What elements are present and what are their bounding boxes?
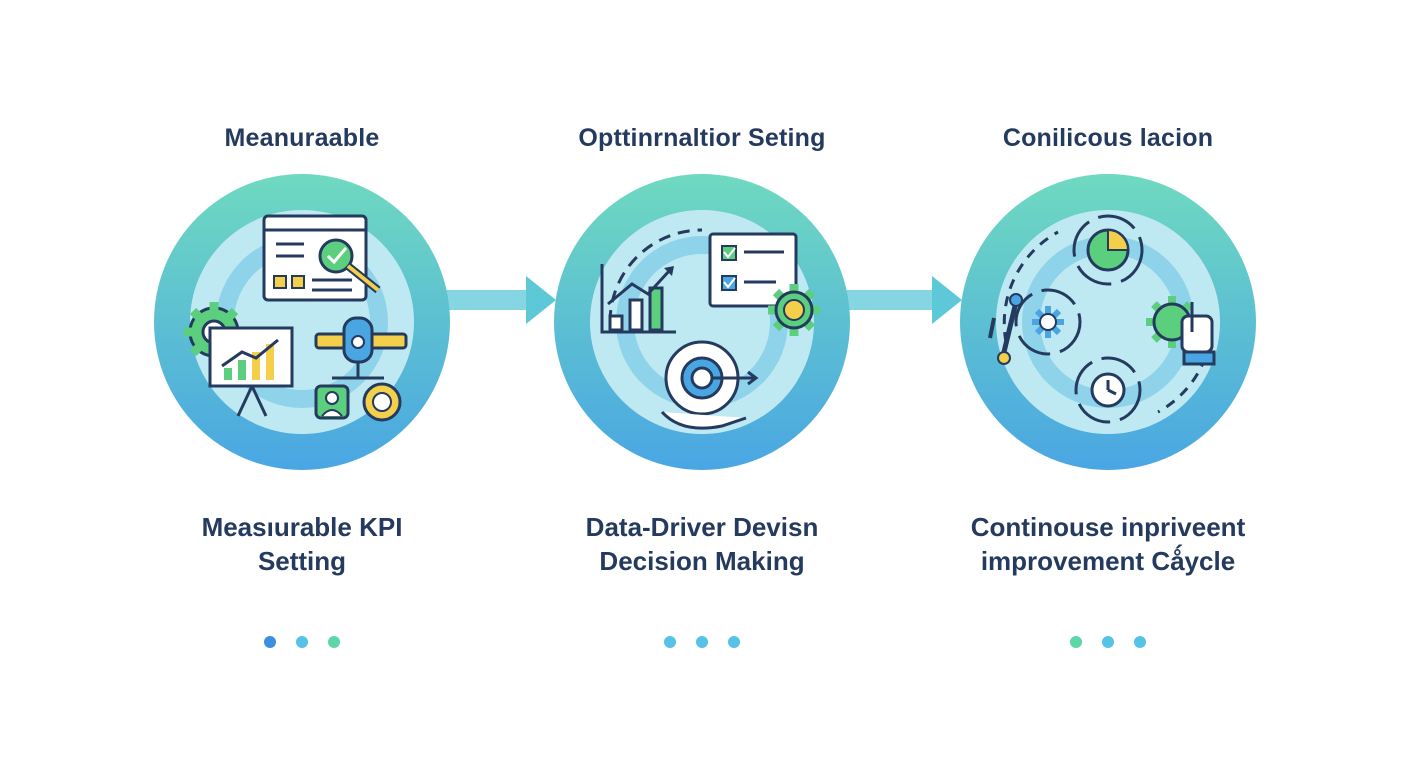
step-title: Meanuraable (224, 124, 380, 152)
pager-dots (918, 636, 1298, 648)
step-1: Meanuraable (112, 0, 492, 768)
gear-icon (768, 284, 820, 336)
step-caption: Continouse inprivеent improvement Cǻycle (918, 510, 1298, 578)
pie-cycle-icon (1072, 214, 1144, 286)
person-target-icon (314, 316, 408, 422)
step-3-circle (960, 174, 1256, 470)
step-title: Opttinrnaltior Seting (578, 124, 826, 152)
checklist-icon (708, 232, 798, 308)
caption-line-2: Decision Making (599, 546, 805, 576)
connector-arrow-2 (846, 276, 962, 324)
growth-chart-icon (600, 264, 676, 334)
pager-dot (1102, 636, 1114, 648)
hand-target-icon (660, 340, 759, 430)
pager-dots (512, 636, 892, 648)
step-3: Conilicous lacion (918, 0, 1298, 768)
pager-dot (328, 636, 340, 648)
step-2-circle (554, 174, 850, 470)
pager-dot (264, 636, 276, 648)
pager-dot (728, 636, 740, 648)
clock-cycle-icon (1074, 356, 1142, 424)
caption-line-1: Continouse inprivеent (970, 512, 1246, 542)
step-title: Conilicous lacion (1002, 124, 1214, 152)
presentation-chart-icon (208, 326, 294, 417)
connector-arrow-1 (440, 276, 556, 324)
gear-hand-icon (1146, 296, 1216, 366)
caption-line-1: Measıurable KPI (201, 512, 403, 542)
pager-dot (696, 636, 708, 648)
caption-line-2: improvement Cǻycle (980, 546, 1236, 576)
step-1-circle (154, 174, 450, 470)
step-caption: Measıurable KPI Setting (112, 510, 492, 578)
dashboard-checklist-icon (262, 214, 381, 302)
tool-icon (988, 293, 1023, 365)
pager-dot (664, 636, 676, 648)
gear-cycle-icon (1014, 288, 1082, 356)
pager-dot (1134, 636, 1146, 648)
step-2: Opttinrnaltior Seting (512, 0, 892, 768)
pager-dot (1070, 636, 1082, 648)
pager-dot (296, 636, 308, 648)
caption-line-1: Data-Driver Devisn (585, 512, 819, 542)
step-caption: Data-Driver Devisn Decision Making (512, 510, 892, 578)
caption-line-2: Setting (257, 546, 347, 576)
pager-dots (112, 636, 492, 648)
